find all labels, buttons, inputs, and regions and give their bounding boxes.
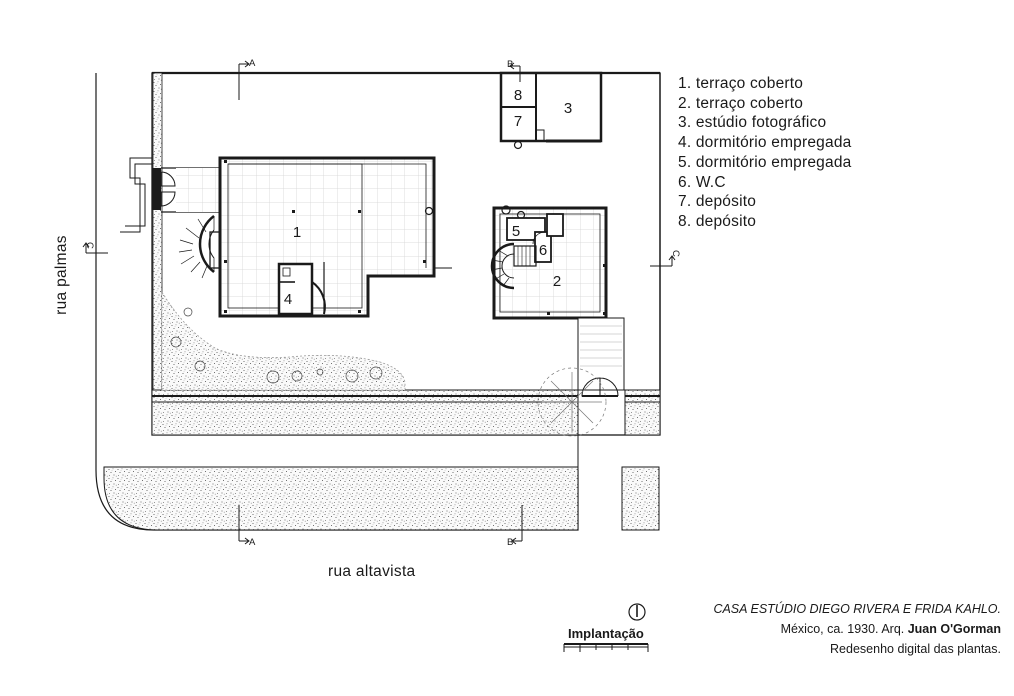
- legend-item-2: 2. terraço coberto: [678, 94, 804, 112]
- legend-item-4: 4. dormitório empregada: [678, 134, 852, 152]
- entrance-door: [160, 171, 176, 207]
- credits-title: CASA ESTÚDIO DIEGO RIVERA E FRIDA KAHLO.: [713, 602, 1001, 616]
- north-arrow-icon: [628, 603, 646, 621]
- garden-bed: [161, 290, 406, 391]
- room-number-2: 2: [553, 273, 561, 290]
- legend-item-6: 6. W.C: [678, 173, 726, 191]
- section-label-b-top: B: [507, 59, 513, 70]
- room-number-4: 4: [284, 291, 292, 308]
- sidewalk-hatch-right: [621, 466, 660, 531]
- section-marker-a-top: [238, 60, 250, 100]
- legend-item-8: 8. depósito: [678, 212, 757, 230]
- main-spiral-stair: [178, 215, 221, 279]
- room-number-1: 1: [293, 224, 301, 241]
- legend-item-7: 7. depósito: [678, 193, 757, 211]
- west-entrance-step: [120, 157, 152, 233]
- section-marker-b-bottom: [511, 505, 523, 545]
- section-label-c-right: C: [670, 250, 681, 257]
- section-label-c-left: C: [84, 242, 95, 249]
- room-number-8: 8: [514, 87, 522, 104]
- section-label-a-top: A: [249, 58, 256, 69]
- room-number-6: 6: [539, 242, 547, 259]
- credits-architect: Juan O'Gorman: [907, 622, 1001, 636]
- front-strip: [151, 401, 579, 436]
- cactus-plants: [170, 307, 383, 384]
- scale-bar: [563, 643, 649, 652]
- drawing-credits: CASA ESTÚDIO DIEGO RIVERA E FRIDA KAHLO.…: [713, 599, 1001, 659]
- section-label-b-bottom: B: [507, 537, 513, 548]
- room-4: [277, 262, 314, 316]
- legend-item-1: 1. terraço coberto: [678, 75, 804, 92]
- credits-architect-line: México, ca. 1930. Arq. Juan O'Gorman: [713, 619, 1001, 639]
- room-legend: 1. terraço coberto 2. terraço coberto 3.…: [678, 74, 851, 232]
- south-gate: [581, 377, 619, 397]
- section-marker-a-bottom: [238, 505, 250, 545]
- terrace-1-outline: [218, 156, 436, 318]
- credits-note: Redesenho digital das plantas.: [830, 642, 1001, 656]
- street-label-palmas: rua palmas: [53, 235, 70, 315]
- legend-item-3: 3. estúdio fotográfico: [678, 114, 827, 132]
- room-number-3: 3: [564, 100, 572, 117]
- scale-label: Implantação: [568, 626, 644, 641]
- room-number-7: 7: [514, 113, 522, 130]
- street-label-altavista: rua altavista: [328, 563, 416, 580]
- credits-location-date: México, ca. 1930. Arq.: [780, 622, 908, 636]
- sidewalk-hatch: [103, 466, 579, 531]
- section-label-a-bottom: A: [249, 537, 256, 548]
- west-wall-hatch: [152, 72, 163, 394]
- south-stair: [577, 317, 625, 391]
- section-marker-c-left: [82, 242, 108, 254]
- section-marker-c-right: [650, 255, 676, 267]
- tree-symbol: [537, 367, 607, 437]
- legend-item-5: 5. dormitório empregada: [678, 153, 852, 171]
- section-marker-b-top: [509, 62, 521, 82]
- frida-spiral-stair: [490, 242, 537, 290]
- room-number-5: 5: [512, 223, 520, 240]
